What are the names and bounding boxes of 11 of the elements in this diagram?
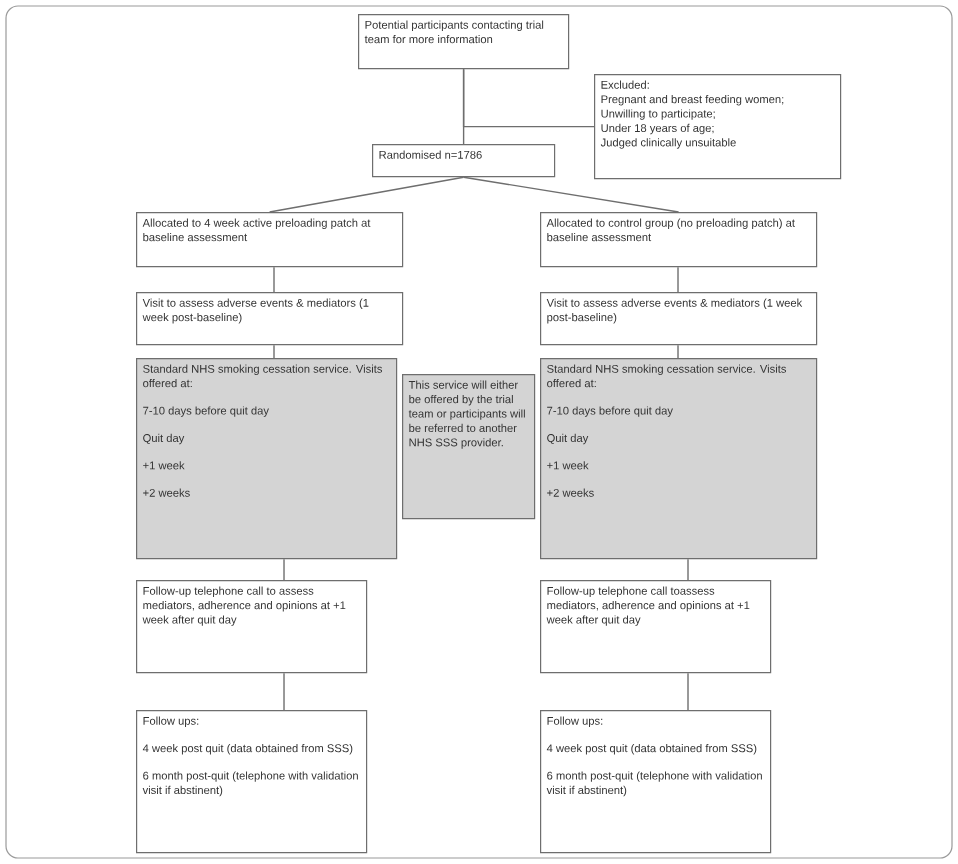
connector-line — [462, 176, 680, 213]
connector-line — [687, 672, 689, 711]
connector-line — [273, 344, 275, 359]
connector-line — [677, 266, 679, 293]
connector-line — [283, 672, 285, 711]
connector-line — [677, 344, 679, 359]
connector-line — [268, 176, 465, 213]
connector-line — [687, 558, 689, 581]
connector-line — [283, 558, 285, 581]
connector-line — [273, 266, 275, 293]
connector-line — [462, 68, 595, 128]
